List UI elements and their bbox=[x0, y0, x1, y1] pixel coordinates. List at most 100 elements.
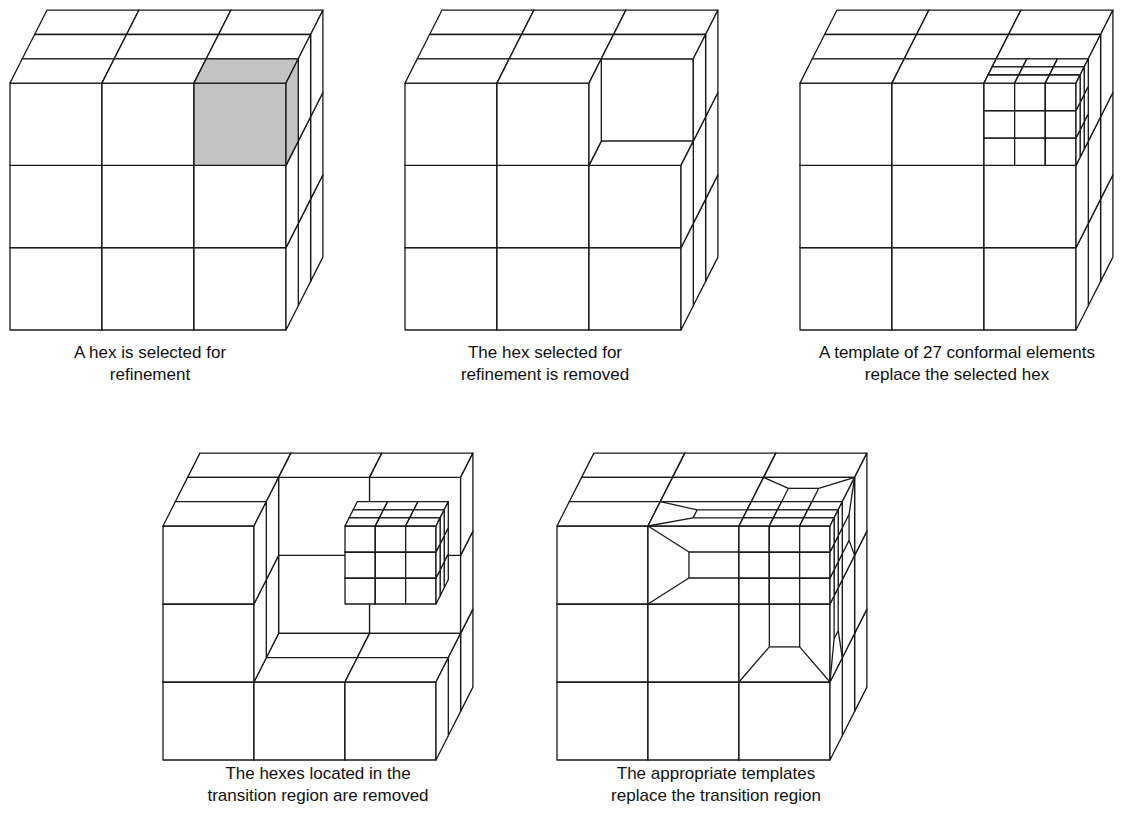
hex-right-face bbox=[436, 518, 440, 552]
hex-right-face bbox=[461, 453, 473, 555]
hex-top-face bbox=[379, 510, 413, 518]
hex-right-face bbox=[830, 518, 834, 552]
transition-edge bbox=[849, 477, 855, 514]
hex-front-face bbox=[497, 248, 589, 330]
hex-front-face bbox=[800, 552, 830, 578]
hex-front-face bbox=[984, 111, 1015, 138]
hex-front-face bbox=[601, 59, 693, 141]
panel-caption: The appropriate templates replace the tr… bbox=[592, 763, 840, 807]
transition-edge bbox=[819, 477, 855, 488]
hex-front-face bbox=[163, 526, 254, 604]
hex-front-face bbox=[375, 578, 405, 604]
hex-top-face bbox=[648, 502, 751, 526]
transition-edge bbox=[842, 514, 849, 527]
hex-front-face bbox=[769, 578, 799, 604]
hex-front-face bbox=[163, 682, 254, 760]
hex-top-face bbox=[582, 453, 685, 477]
hex-front-face bbox=[406, 578, 436, 604]
hex-top-face bbox=[219, 10, 323, 34]
hex-top-face bbox=[345, 658, 448, 682]
hex-front-face bbox=[1015, 83, 1046, 110]
hex-top-face bbox=[1009, 10, 1113, 34]
transition-edge bbox=[834, 631, 838, 639]
hex-top-face bbox=[769, 518, 803, 526]
hex-front-face bbox=[1045, 83, 1076, 110]
transition-edge bbox=[788, 488, 818, 489]
hex-right-face bbox=[254, 502, 266, 604]
hex-front-face bbox=[10, 248, 102, 330]
transition-edge bbox=[799, 604, 800, 647]
transition-edge bbox=[688, 552, 689, 578]
transition-edge bbox=[782, 488, 789, 501]
hex-top-face bbox=[739, 518, 773, 526]
hex-top-face bbox=[522, 10, 626, 34]
hex-front-face bbox=[739, 604, 830, 682]
hex-front-face bbox=[648, 682, 739, 760]
transition-edge bbox=[693, 517, 743, 518]
hex-top-face bbox=[370, 453, 473, 477]
hex-top-face bbox=[812, 35, 916, 59]
hex-front-face bbox=[405, 83, 497, 165]
hex-right-face bbox=[436, 658, 448, 760]
hex-front-face bbox=[375, 552, 405, 578]
hex-front-face bbox=[102, 83, 194, 165]
panel-caption: The hexes located in the transition regi… bbox=[191, 763, 446, 807]
hex-front-face bbox=[375, 526, 405, 552]
hex-front-face bbox=[769, 552, 799, 578]
hex-top-face bbox=[406, 518, 440, 526]
hex-top-face bbox=[1015, 75, 1050, 83]
hex-front-face bbox=[405, 248, 497, 330]
hex-top-face bbox=[345, 518, 379, 526]
transition-edge bbox=[648, 526, 689, 552]
hex-front-face bbox=[1045, 138, 1076, 165]
hex-right-face bbox=[589, 59, 601, 166]
hex-front-face bbox=[984, 83, 1015, 110]
hex-right-face bbox=[448, 633, 460, 735]
hex-right-face bbox=[855, 453, 867, 555]
hex-top-face bbox=[206, 35, 310, 59]
hex-top-face bbox=[194, 59, 298, 83]
hex-top-face bbox=[349, 510, 383, 518]
transition-edge bbox=[769, 604, 770, 647]
transition-edge bbox=[800, 647, 830, 682]
hex-front-face bbox=[194, 248, 286, 330]
transition-edge bbox=[769, 646, 799, 647]
hex-right-face bbox=[266, 477, 278, 579]
hex-top-face bbox=[357, 633, 460, 657]
hex-top-face bbox=[800, 59, 904, 83]
hex-front-face bbox=[739, 552, 769, 578]
transition-edge bbox=[689, 551, 739, 552]
hex-top-face bbox=[569, 477, 672, 501]
hex-top-face bbox=[114, 35, 218, 59]
hex-front-face bbox=[345, 526, 375, 552]
hex-front-face bbox=[1045, 111, 1076, 138]
hex-front-face bbox=[800, 165, 892, 247]
transition-edge bbox=[648, 518, 693, 526]
hex-front-face bbox=[345, 552, 375, 578]
hex-front-face bbox=[892, 165, 984, 247]
hex-top-face bbox=[353, 502, 387, 510]
hex-front-face bbox=[497, 165, 589, 247]
hex-top-face bbox=[764, 453, 867, 477]
hex-front-face bbox=[984, 138, 1015, 165]
hex-right-face bbox=[1088, 35, 1100, 142]
hex-right-face bbox=[298, 35, 310, 142]
hex-front-face bbox=[739, 682, 830, 760]
hex-front-face bbox=[589, 248, 681, 330]
hex-top-face bbox=[988, 67, 1023, 75]
hex-top-face bbox=[384, 502, 418, 510]
hex-top-face bbox=[375, 518, 409, 526]
hex-front-face bbox=[102, 248, 194, 330]
hex-front-face bbox=[405, 165, 497, 247]
hex-top-face bbox=[1054, 59, 1089, 67]
hex-front-face bbox=[557, 682, 648, 760]
hex-top-face bbox=[800, 518, 834, 526]
hex-top-face bbox=[808, 502, 842, 510]
hex-top-face bbox=[10, 59, 114, 83]
hex-top-face bbox=[410, 510, 444, 518]
hex-right-face bbox=[842, 477, 854, 579]
hex-top-face bbox=[414, 502, 448, 510]
hex-top-face bbox=[509, 35, 613, 59]
hex-right-face bbox=[681, 141, 693, 248]
hex-top-face bbox=[102, 59, 206, 83]
